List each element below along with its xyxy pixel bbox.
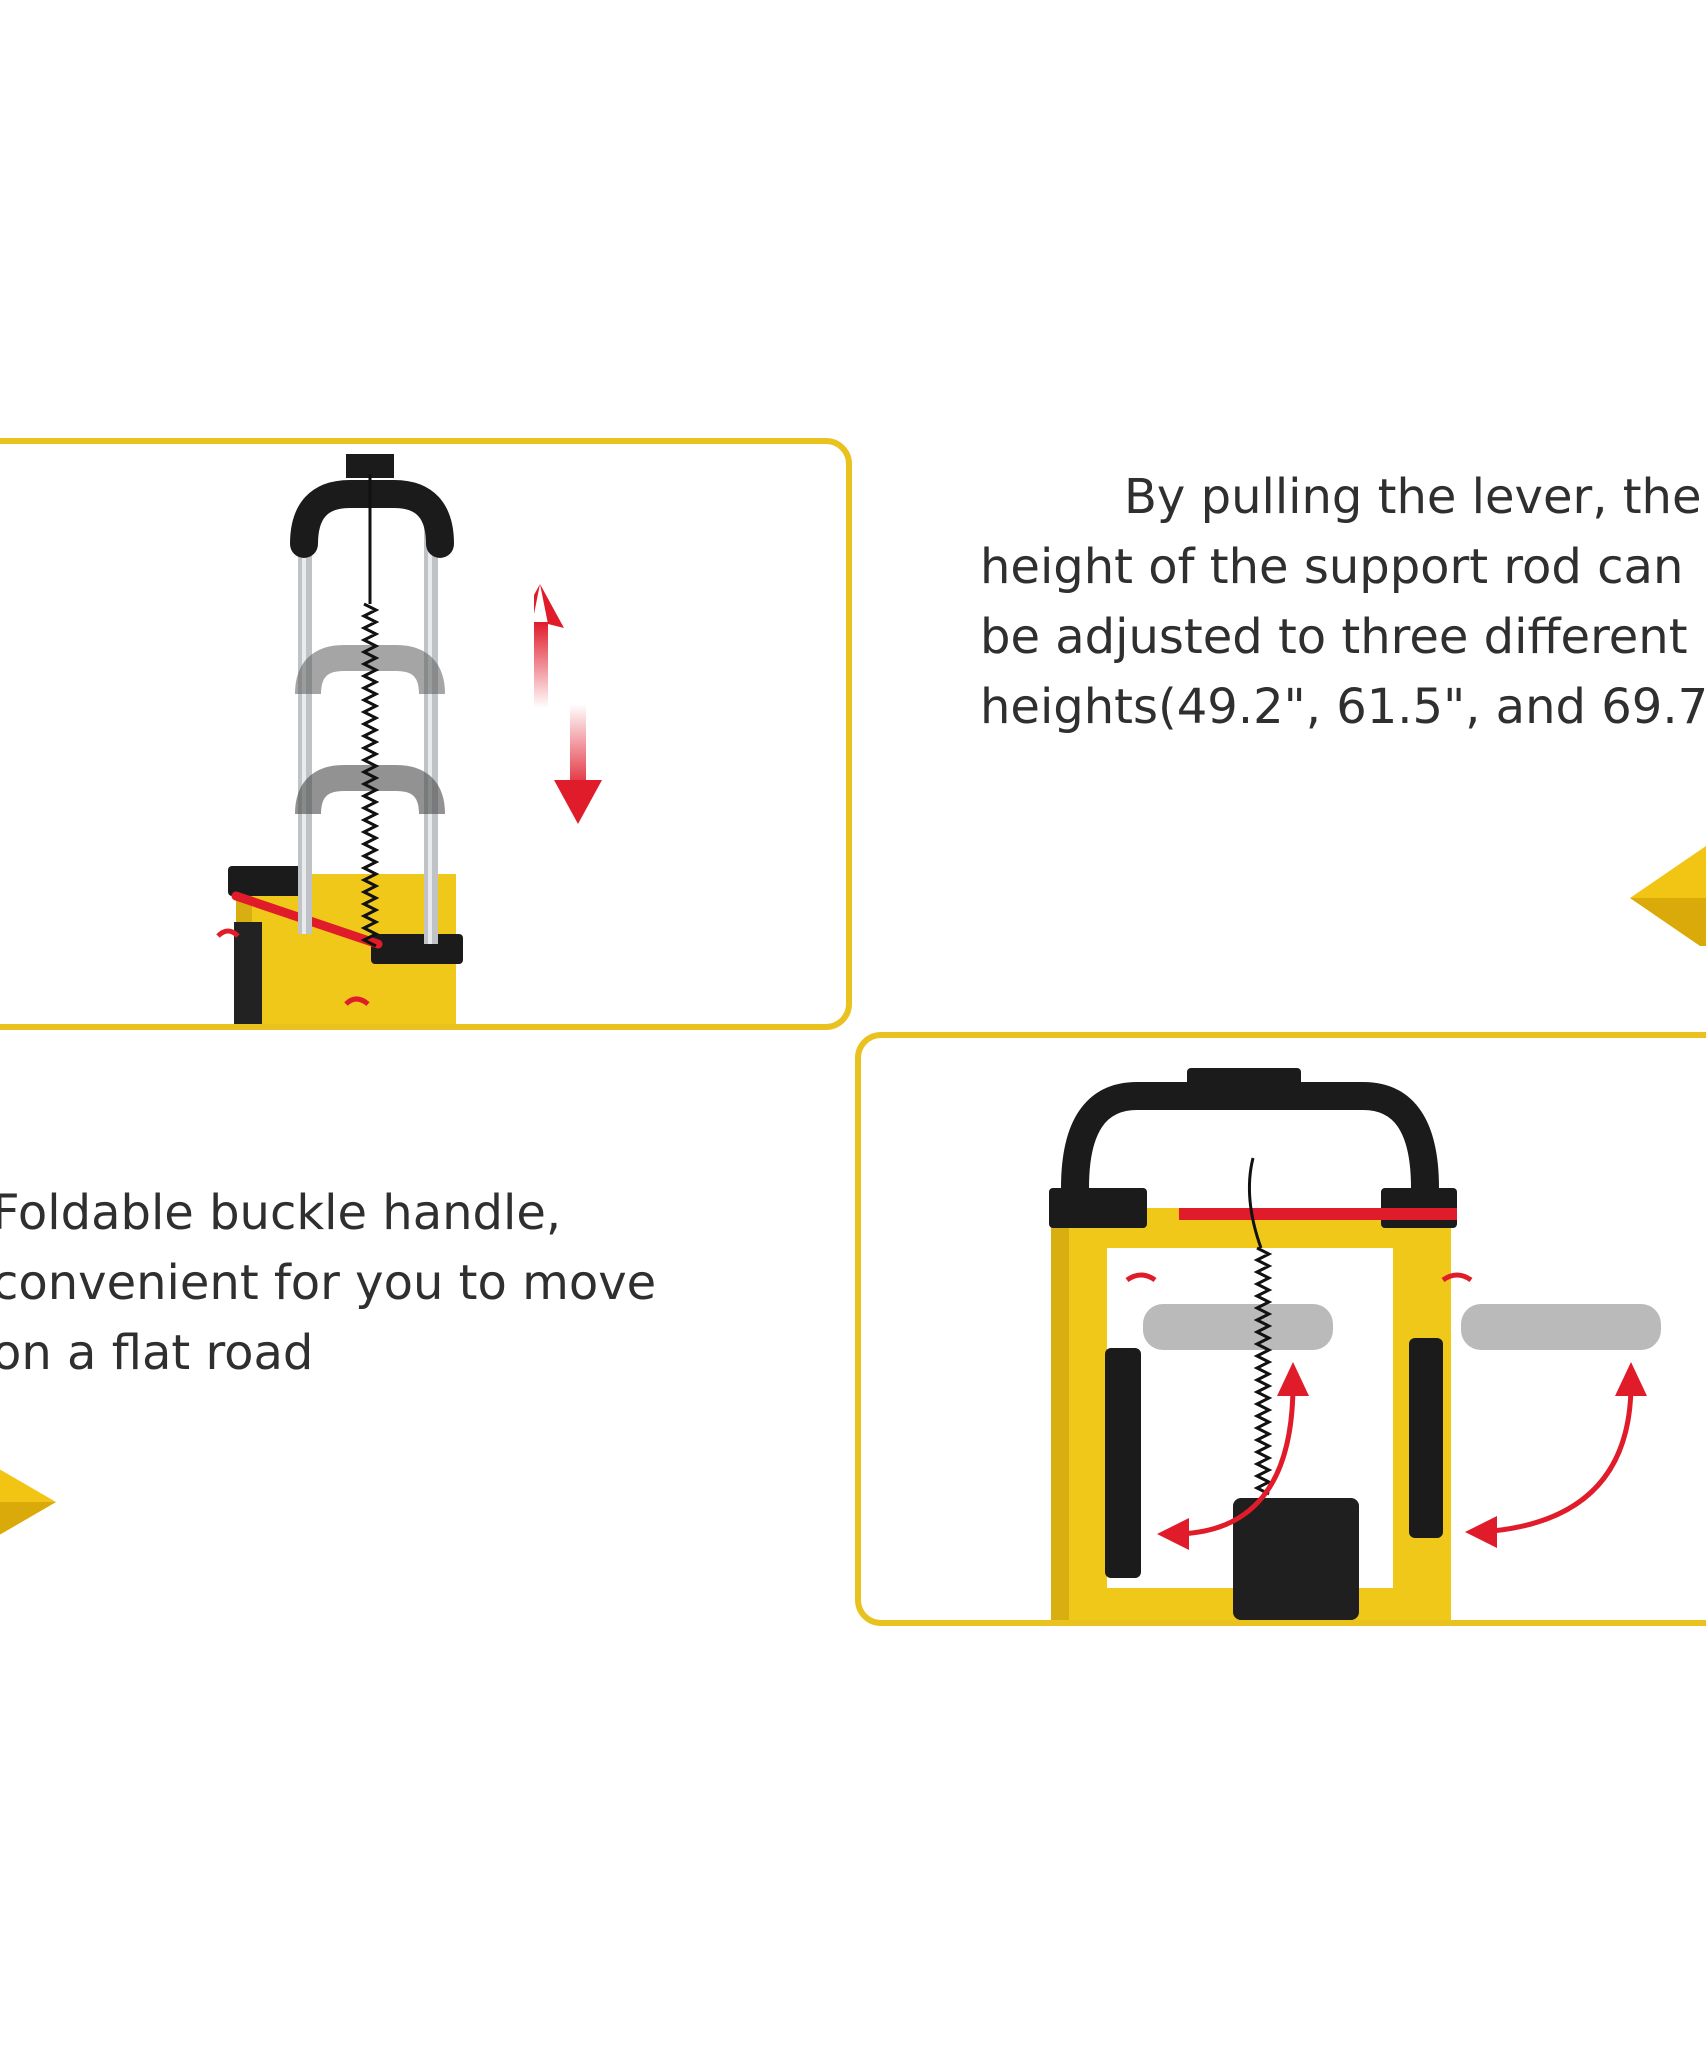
curved-double-arrow-icon — [1465, 1362, 1647, 1548]
caption-line: By pulling the lever, the — [1124, 469, 1702, 525]
telescopic-handle-illustration — [216, 454, 463, 1024]
double-vertical-arrow-icon — [534, 584, 602, 824]
lever-height-caption: By pulling the lever, the height of the … — [980, 462, 1706, 742]
pointer-arrow-icon — [0, 1469, 56, 1535]
caption-line: on a flat road — [0, 1325, 314, 1381]
caption-line: convenient for you to move — [0, 1255, 657, 1311]
foldable-handle-caption: Foldable buckle handle, convenient for y… — [0, 1178, 656, 1388]
caption-line: be adjusted to three different — [980, 609, 1688, 665]
foldable-handle-illustration — [1049, 1068, 1661, 1620]
caption-line: height of the support rod can — [980, 539, 1684, 595]
curved-double-arrow-icon — [1157, 1362, 1309, 1550]
caption-line: heights(49.2", 61.5", and 69.7" — [980, 679, 1706, 735]
telescopic-handle-panel — [0, 438, 852, 1030]
pointer-arrow-icon — [1630, 846, 1706, 946]
caption-line: Foldable buckle handle, — [0, 1185, 562, 1241]
foldable-handle-panel — [855, 1032, 1706, 1626]
